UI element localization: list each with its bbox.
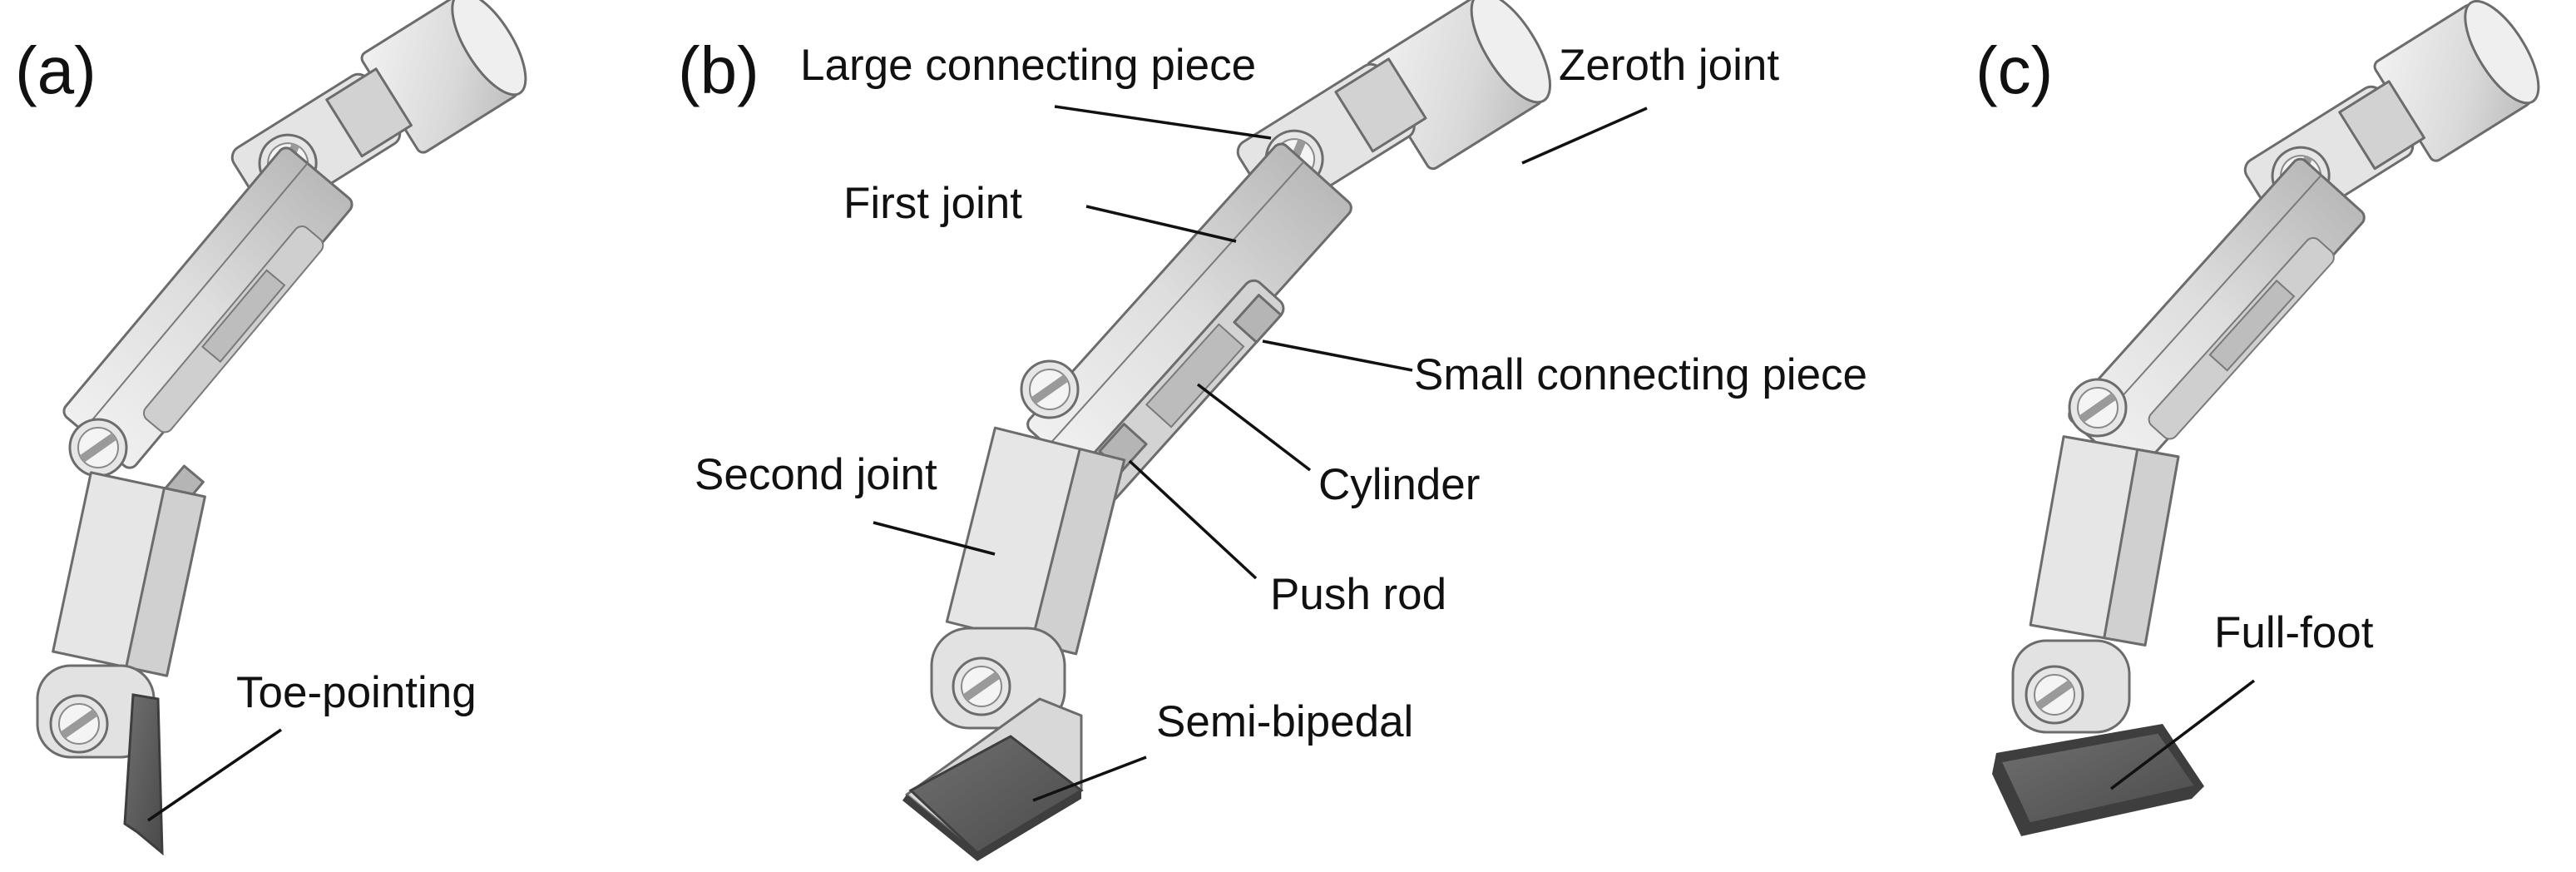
leader-first-joint [1085,205,1237,243]
leader-full-foot [2109,679,2256,790]
label-zeroth-joint: Zeroth joint [1559,41,1779,90]
leader-zeroth-joint [1521,107,1648,165]
leader-cylinder [1196,383,1312,472]
leader-second-joint [873,521,996,556]
second-joint-segment [52,471,206,677]
leader-push-rod [1128,459,1258,580]
semi-bipedal-foot-plate [908,735,1084,855]
label-small-connecting-piece: Small connecting piece [1414,350,1867,399]
second-joint-segment [945,426,1126,656]
leader-toe-pointing [147,728,282,822]
label-cylinder: Cylinder [1318,460,1480,509]
panel-b-tag: (b) [678,33,759,107]
label-full-foot: Full-foot [2214,608,2374,657]
leader-large-connecting-piece [1054,105,1272,140]
panel-a-tag: (a) [15,33,96,107]
toe-pointing-foot-plate [123,693,164,856]
first-joint-thigh [1026,142,1352,490]
small-connecting-piece [1233,294,1283,344]
second-joint-segment [2029,435,2180,647]
label-first-joint: First joint [843,179,1022,228]
thigh-segment [2068,157,2366,475]
label-second-joint: Second joint [695,450,937,499]
label-toe-pointing: Toe-pointing [236,668,477,717]
leader-small-connecting-piece [1262,339,1413,372]
panel-c-tag: (c) [1975,33,2053,107]
panel-b-leg-model [902,0,1552,861]
label-large-connecting-piece: Large connecting piece [800,41,1256,90]
panel-c-leg-model [1992,0,2540,836]
label-push-rod: Push rod [1270,570,1446,619]
label-semi-bipedal: Semi-bipedal [1156,697,1413,746]
panel-a-leg-model [36,0,527,856]
leader-semi-bipedal [1032,756,1147,802]
thigh-segment [62,146,354,469]
full-foot-plate [1998,731,2198,825]
